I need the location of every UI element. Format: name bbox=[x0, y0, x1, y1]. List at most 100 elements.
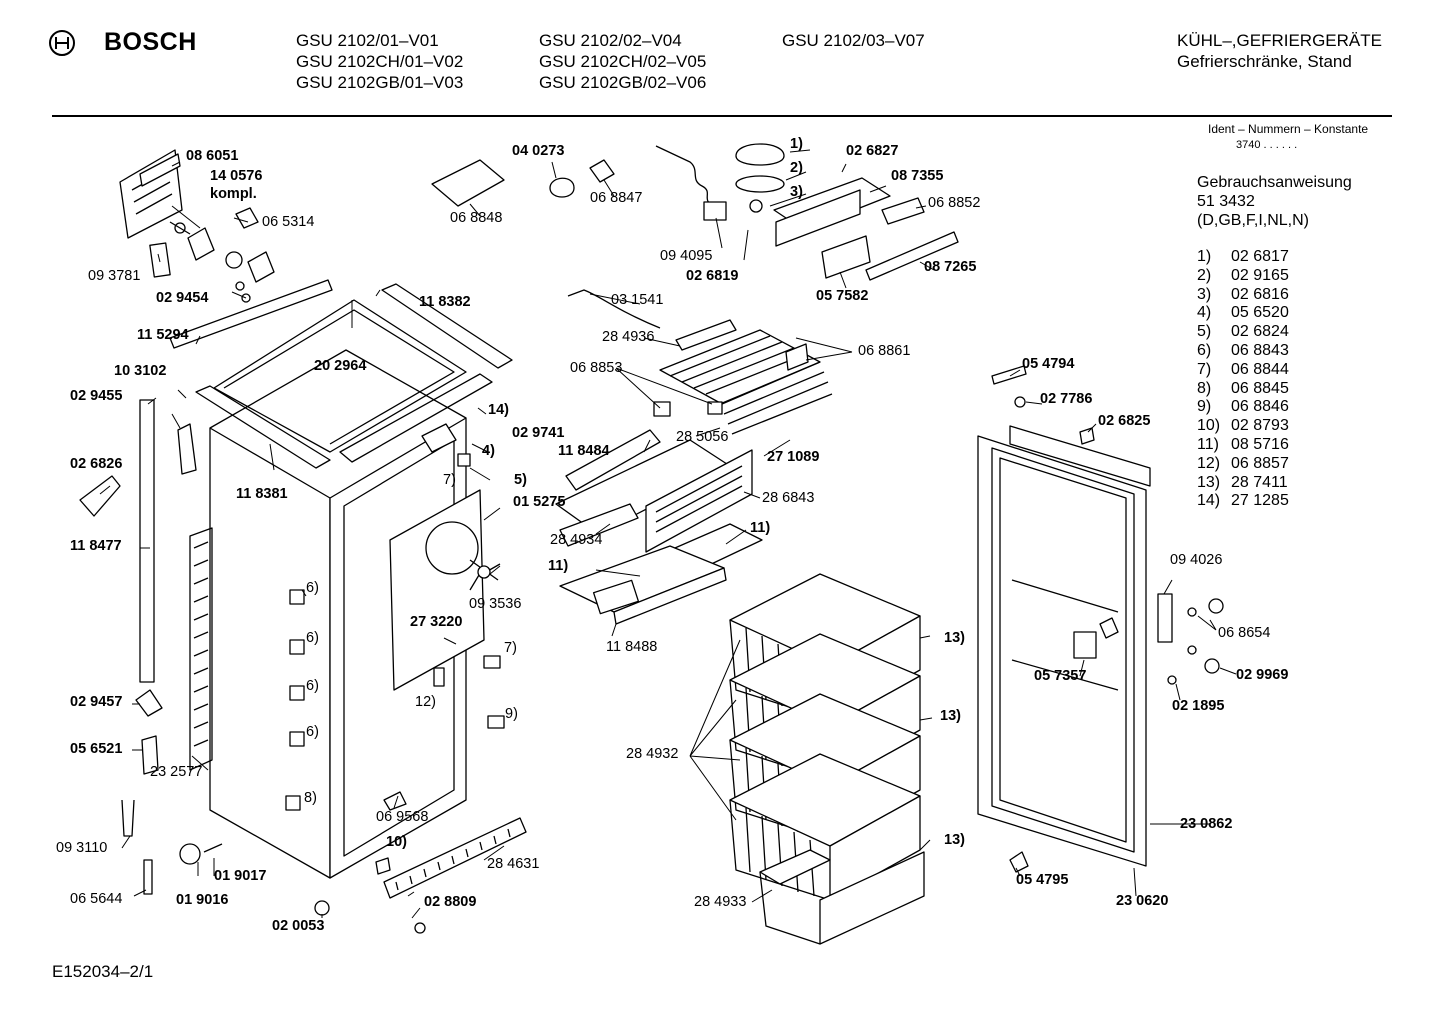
leveling-foot-part bbox=[314, 900, 330, 916]
category-block: KÜHL–,GEFRIERGERÄTE Gefrierschränke, Sta… bbox=[1177, 30, 1382, 72]
footer-drawing-code: E152034–2/1 bbox=[52, 962, 154, 981]
ident-label: Ident – Nummern – Konstante bbox=[1208, 122, 1369, 136]
bulb-part bbox=[549, 177, 575, 198]
legend-part-number: 02 6824 bbox=[1231, 323, 1289, 341]
thermostat-part bbox=[169, 221, 215, 261]
part-number-label: 6) bbox=[306, 678, 319, 694]
part-number-label: 05 6521 bbox=[70, 741, 123, 757]
part-number-label: 6) bbox=[306, 724, 319, 740]
flap-part bbox=[559, 503, 639, 547]
model-number: GSU 2102/02–V04 bbox=[539, 31, 682, 50]
foot-part bbox=[135, 689, 163, 717]
knob-ring-part bbox=[735, 175, 785, 193]
bracket-part bbox=[383, 791, 407, 811]
legend-item: 7)06 8844 bbox=[1197, 361, 1289, 380]
bulb-holder-part bbox=[589, 159, 615, 183]
plug-part bbox=[375, 857, 391, 875]
kick-plate-grille-part bbox=[383, 817, 527, 899]
legend-part-number: 06 8843 bbox=[1231, 341, 1289, 359]
model-number: GSU 2102CH/01–V02 bbox=[296, 52, 464, 71]
part-number-label: 28 4934 bbox=[550, 532, 603, 548]
part-number-label: 06 8853 bbox=[570, 360, 623, 376]
part-number-label: 06 8861 bbox=[858, 343, 911, 359]
part-number-label: 10) bbox=[386, 834, 407, 850]
drain-tube-part bbox=[139, 399, 155, 683]
part-number-label: 06 8848 bbox=[450, 210, 503, 226]
model-number: GSU 2102GB/01–V03 bbox=[296, 73, 464, 92]
part-number-label: 02 6819 bbox=[686, 268, 739, 284]
brand-logo-text: BOSCH bbox=[104, 28, 197, 56]
part-number-label: 09 3536 bbox=[469, 596, 522, 612]
legend-footnote-number: 10) bbox=[1197, 417, 1221, 435]
part-number-label: 11) bbox=[750, 520, 771, 536]
spring-part bbox=[203, 843, 223, 853]
part-number-label: 02 6826 bbox=[70, 456, 123, 472]
part-number-label: 06 8654 bbox=[1218, 625, 1271, 641]
part-number-label: 09 3110 bbox=[56, 840, 108, 856]
part-number-label: 02 0053 bbox=[272, 918, 325, 934]
spacer-part bbox=[179, 843, 201, 865]
part-number-label: 11 8488 bbox=[606, 639, 658, 655]
part-number-label: 05 4795 bbox=[1016, 872, 1069, 888]
door-hinge-parts bbox=[991, 365, 1224, 873]
model-number: GSU 2102GB/02–V06 bbox=[539, 73, 707, 92]
part-number-label: 08 6051 bbox=[186, 148, 239, 164]
part-number-label: 09 4095 bbox=[660, 248, 713, 264]
legend-part-number: 06 8845 bbox=[1231, 379, 1289, 397]
part-number-label: 27 1089 bbox=[767, 449, 820, 465]
freezer-baskets-part bbox=[729, 573, 925, 945]
part-number-label: 06 8852 bbox=[928, 195, 981, 211]
legend-item: 11)08 5716 bbox=[1197, 436, 1289, 455]
part-number-label: 11 8484 bbox=[558, 443, 610, 459]
part-number-label: 11 5294 bbox=[137, 327, 189, 343]
part-number-label: 05 7582 bbox=[816, 288, 869, 304]
part-number-label: 7) bbox=[443, 472, 456, 488]
top-rail-part bbox=[381, 283, 513, 369]
thermostat-cover-part bbox=[119, 149, 183, 239]
part-number-label: 01 9016 bbox=[176, 892, 229, 908]
legend-footnote-number: 9) bbox=[1197, 398, 1212, 416]
handle-part bbox=[177, 423, 197, 475]
capillary-part bbox=[655, 145, 715, 207]
control-box-part bbox=[775, 189, 861, 247]
legend-item: 2)02 9165 bbox=[1197, 267, 1289, 286]
fan-plate-part bbox=[389, 489, 501, 691]
part-number-label: kompl. bbox=[210, 186, 257, 202]
part-number-label: 10 3102 bbox=[114, 363, 167, 379]
part-number-label: 03 1541 bbox=[611, 292, 664, 308]
part-number-label: 09 4026 bbox=[1170, 552, 1223, 568]
part-number-label: 02 9969 bbox=[1236, 667, 1289, 683]
lamp-housing-part bbox=[431, 159, 505, 207]
part-number-label: 02 6825 bbox=[1098, 413, 1151, 429]
model-number: GSU 2102/01–V01 bbox=[296, 31, 439, 50]
knob-and-nuts-part bbox=[225, 251, 275, 303]
part-number-label: 11 8477 bbox=[70, 538, 122, 554]
legend-footnote-number: 3) bbox=[1197, 285, 1212, 303]
legend-item: 4)05 6520 bbox=[1197, 304, 1289, 323]
legend-part-number: 28 7411 bbox=[1231, 473, 1288, 491]
legend-part-number: 06 8844 bbox=[1231, 360, 1289, 378]
part-number-label: 06 5644 bbox=[70, 891, 123, 907]
part-number-label: 28 4631 bbox=[487, 856, 540, 872]
part-number-label: 3) bbox=[790, 184, 803, 200]
category-subtitle: Gefrierschränke, Stand bbox=[1177, 52, 1352, 71]
panel-strip-part bbox=[865, 231, 959, 281]
ident-value: 3740 . . . . . . bbox=[1236, 139, 1298, 151]
part-number-label: 6) bbox=[306, 630, 319, 646]
shelf-clips-part bbox=[285, 423, 505, 811]
part-number-label: 23 2577 bbox=[150, 764, 203, 780]
part-number-label: 13) bbox=[944, 832, 965, 848]
part-number-label: 6) bbox=[306, 580, 319, 596]
part-number-label: 06 5314 bbox=[262, 214, 315, 230]
legend-footnote-number: 12) bbox=[1197, 454, 1221, 472]
legend-part-number: 02 9165 bbox=[1231, 266, 1289, 284]
part-number-label: 28 4936 bbox=[602, 329, 655, 345]
part-number-label: 02 7786 bbox=[1040, 391, 1093, 407]
legend-footnote-number: 14) bbox=[1197, 492, 1221, 510]
door-part bbox=[977, 425, 1151, 867]
control-knob-part bbox=[735, 143, 785, 166]
part-number-label: 11 8381 bbox=[236, 486, 288, 502]
legend-footnote-number: 5) bbox=[1197, 323, 1212, 341]
legend-part-number: 06 8846 bbox=[1231, 398, 1289, 416]
legend-part-number: 02 8793 bbox=[1231, 417, 1289, 435]
